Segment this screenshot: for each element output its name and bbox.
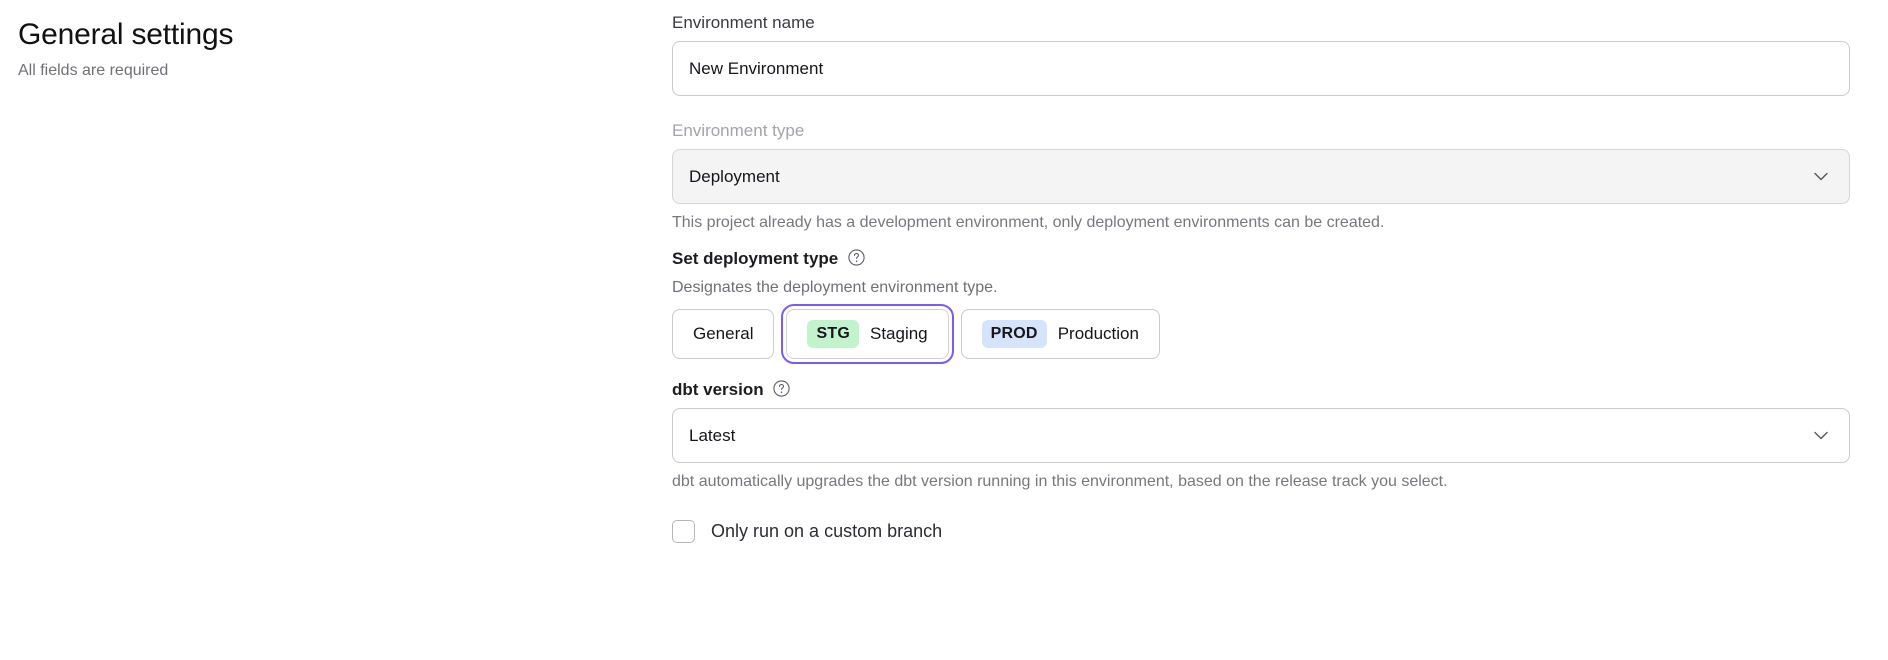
deployment-type-label-text: Set deployment type (672, 249, 839, 268)
dbt-version-label-text: dbt version (672, 380, 764, 399)
custom-branch-row: Only run on a custom branch (672, 519, 1857, 543)
environment-type-help-text: This project already has a development e… (672, 214, 1385, 231)
page-title: General settings (18, 18, 234, 51)
deployment-type-option-staging-label: Staging (869, 324, 928, 343)
custom-branch-checkbox[interactable] (672, 519, 695, 543)
dbt-version-select-value[interactable]: Latest (672, 408, 1850, 463)
deployment-type-field: Set deployment type Designates the deplo… (672, 248, 1857, 364)
staging-badge: STG (807, 320, 859, 348)
dbt-version-help-text: dbt automatically upgrades the dbt versi… (672, 473, 1448, 490)
deployment-type-option-general[interactable]: General (672, 309, 775, 359)
question-circle-icon[interactable] (848, 249, 865, 266)
deployment-type-toggle-group: General STG Staging PROD Production (672, 304, 1857, 364)
environment-type-select[interactable]: Deployment (672, 149, 1850, 204)
deployment-type-option-general-label: General (693, 324, 754, 343)
dbt-version-field: dbt version Latest dbt automatica (672, 379, 1857, 493)
environment-name-field: Environment name (672, 12, 1857, 96)
environment-type-select-value[interactable]: Deployment (672, 149, 1850, 204)
settings-header-column: General settings All fields are required (0, 0, 672, 82)
dbt-version-select[interactable]: Latest (672, 408, 1850, 463)
question-circle-icon[interactable] (773, 380, 791, 397)
production-badge: PROD (981, 320, 1047, 348)
deployment-type-label: Set deployment type (672, 248, 1857, 270)
deployment-type-option-production[interactable]: PROD Production (960, 309, 1160, 359)
custom-branch-label[interactable]: Only run on a custom branch (711, 521, 943, 541)
environment-name-input[interactable] (672, 41, 1850, 96)
deployment-type-option-staging[interactable]: STG Staging (781, 304, 954, 364)
page-subtitle: All fields are required (18, 62, 169, 79)
deployment-type-description: Designates the deployment environment ty… (672, 279, 998, 296)
environment-type-label: Environment type (672, 121, 805, 140)
settings-form-column: Environment name Environment type Deploy… (672, 0, 1857, 543)
environment-type-field: Environment type Deployment This project… (672, 120, 1857, 234)
environment-name-label: Environment name (672, 13, 815, 32)
deployment-type-option-production-label: Production (1057, 324, 1139, 343)
dbt-version-label: dbt version (672, 379, 1857, 401)
